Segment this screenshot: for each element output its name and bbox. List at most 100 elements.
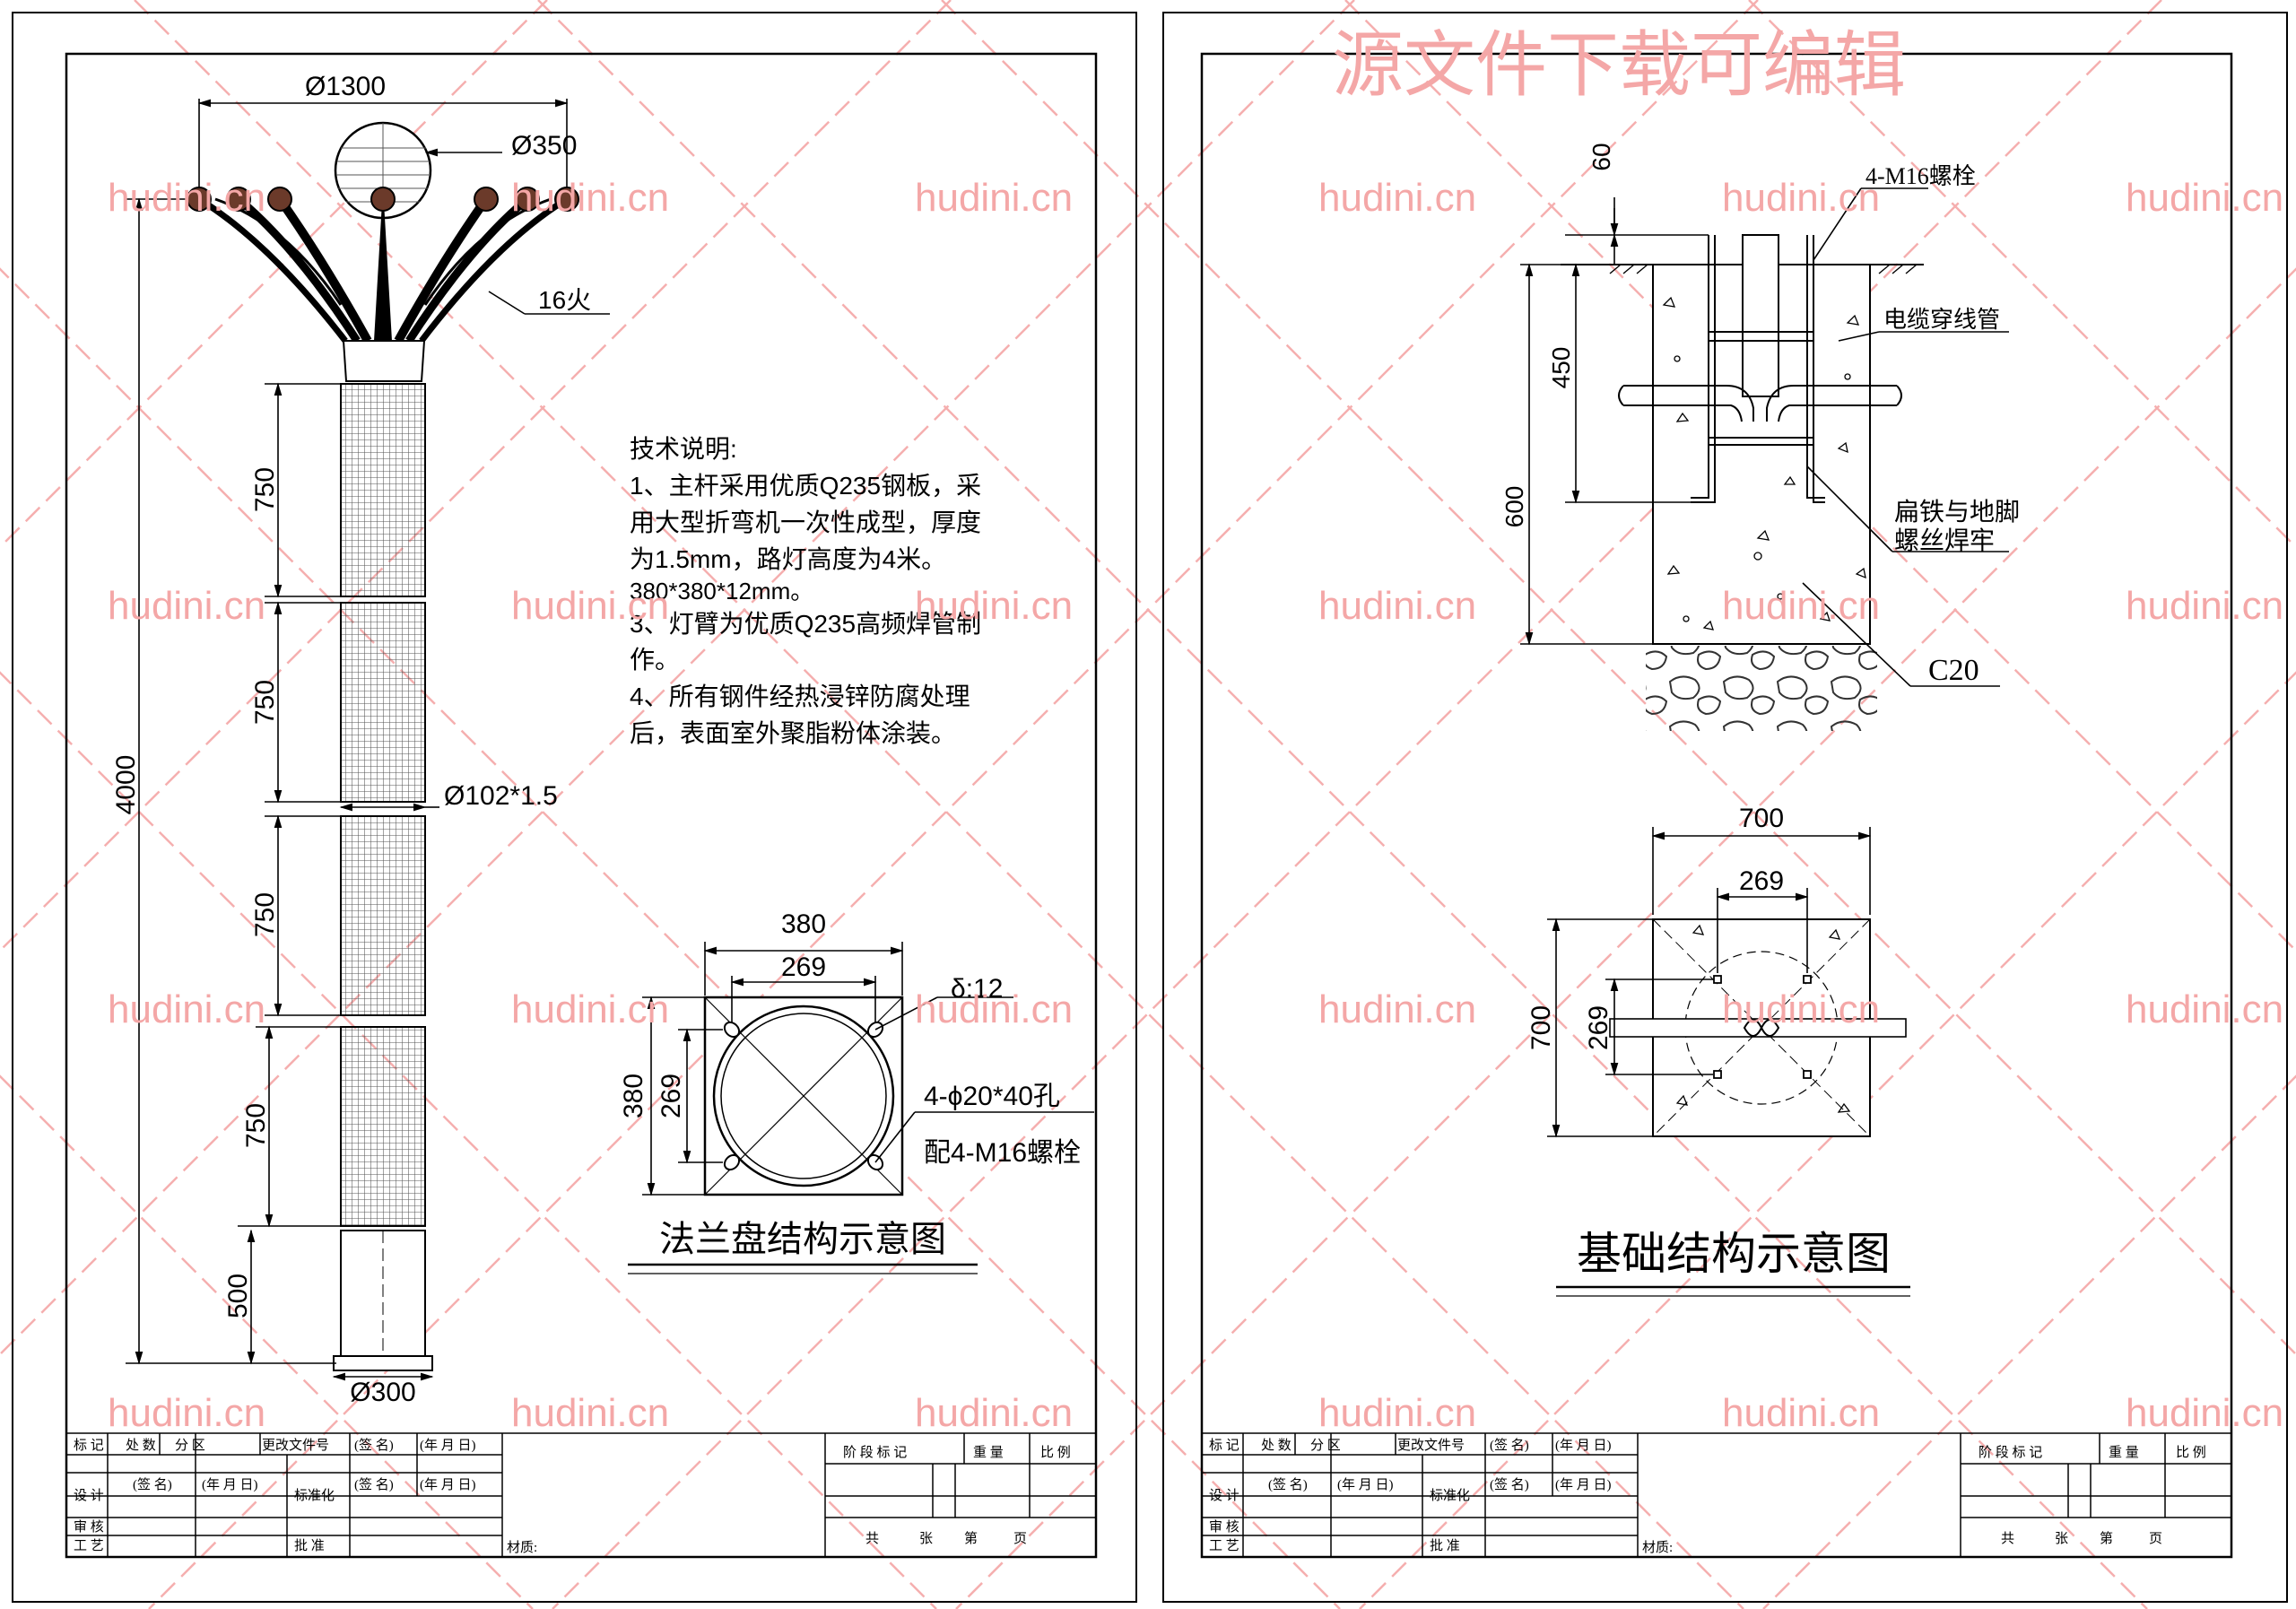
watermark-site: hudini.cn [1318, 176, 1476, 220]
tb2-sign: (签 名) [1490, 1438, 1529, 1453]
watermark-site: hudini.cn [2126, 584, 2283, 628]
sec-bolt-label: 4-M16螺栓 [1866, 163, 1976, 189]
notes-line: 为1.5mm，路灯高度为4米。 [630, 545, 946, 573]
notes-line: 作。 [630, 646, 680, 674]
aggregate [1662, 296, 1866, 631]
tb-standard-sign: (签 名) [354, 1477, 394, 1492]
lamp-arms [197, 196, 569, 344]
plan-width-outer: 700 [1739, 804, 1784, 833]
watermark-site: hudini.cn [108, 584, 265, 628]
dim-seg3: 750 [250, 892, 280, 937]
watermark-site: hudini.cn [2126, 987, 2283, 1031]
flange-height-inner: 269 [657, 1074, 686, 1118]
pole-dimension-lines [126, 99, 610, 1381]
tb-weight: 重 量 [973, 1445, 1004, 1460]
dim-base-seg: 500 [223, 1274, 253, 1318]
base-plate [333, 1355, 433, 1371]
tb-scale: 比 例 [1040, 1445, 1071, 1460]
technical-notes: 技术说明: 1、主杆采用优质Q235钢板，采 用大型折弯机一次性成型，厚度 为1… [630, 435, 981, 747]
tb2-count: 处 数 [1261, 1438, 1292, 1453]
plan-height-inner: 269 [1584, 1005, 1613, 1050]
tb2-sheets-total: 共 [2001, 1531, 2014, 1546]
watermark-site: hudini.cn [915, 987, 1073, 1031]
tb-date: (年 月 日) [420, 1438, 476, 1453]
flange-height-outer: 380 [619, 1074, 648, 1118]
tb2-sheet-no: 第 [2100, 1530, 2113, 1546]
tb2-standard: 标准化 [1430, 1488, 1470, 1503]
watermark-site: hudini.cn [108, 176, 265, 220]
watermark-site: hudini.cn [2126, 1391, 2283, 1435]
pole-segment-1 [340, 383, 426, 597]
pole-segment-4 [340, 1026, 426, 1227]
dim-top-span: Ø1300 [305, 72, 386, 101]
dim-lamp-dia: Ø350 [511, 131, 577, 161]
watermark-site: hudini.cn [915, 584, 1073, 628]
watermark-site: hudini.cn [511, 987, 669, 1031]
pole-segment-2 [340, 602, 426, 803]
sec-conduit-label: 电缆穿线管 [1883, 307, 2000, 333]
tb2-material: 材质: [1642, 1540, 1673, 1555]
watermark-site: hudini.cn [1722, 176, 1880, 220]
pole-segment-3 [340, 815, 426, 1016]
tb2-zone: 分 区 [1310, 1438, 1341, 1453]
sec-depth-600: 600 [1500, 486, 1528, 528]
watermark-site: hudini.cn [2126, 176, 2283, 220]
watermark-site: hudini.cn [108, 987, 265, 1031]
tb2-date: (年 月 日) [1555, 1438, 1612, 1453]
flange-width-inner: 269 [781, 952, 826, 982]
title-block-1 [65, 1432, 1097, 1558]
tb-sheet-no: 第 [964, 1530, 978, 1546]
watermark-site: hudini.cn [511, 176, 669, 220]
pole-dimension-labels: Ø1300 Ø350 16火 4000 750 750 750 750 500 … [111, 72, 591, 1407]
notes-line: 3、灯臂为优质Q235高频焊管制 [630, 610, 981, 638]
sheet2-frame [1162, 12, 2288, 1603]
watermark-site: hudini.cn [511, 584, 669, 628]
plan-width-inner: 269 [1739, 866, 1784, 896]
foundation-section: 60 4-M16螺栓 电缆穿线管 450 600 扁铁与地脚 螺丝焊牢 C20 [1500, 143, 2020, 731]
dim-lamp-count: 16火 [538, 286, 591, 314]
tb2-change: 更改文件号 [1397, 1438, 1465, 1453]
tb2-approve: 批 准 [1430, 1538, 1460, 1553]
watermark-site: hudini.cn [1318, 584, 1476, 628]
watermark-site: hudini.cn [1722, 1391, 1880, 1435]
dim-seg4: 750 [241, 1103, 271, 1148]
notes-line: 用大型折弯机一次性成型，厚度 [630, 509, 981, 536]
tb-zone: 分 区 [175, 1438, 205, 1453]
tb2-craft: 工 艺 [1209, 1538, 1239, 1553]
tb2-sheets-unit: 张 [2055, 1531, 2068, 1546]
notes-line: 4、所有钢件经热浸锌防腐处理 [630, 683, 970, 710]
tb-design-date: (年 月 日) [202, 1477, 258, 1492]
title-block-2-text: 标 记 处 数 分 区 更改文件号 (签 名) (年 月 日) 设 计 (签 名… [1209, 1438, 2206, 1555]
watermark-banner: 源文件下载可编辑 [1332, 25, 1906, 105]
plan-title: 基础结构示意图 [1577, 1229, 1891, 1279]
tb-standard: 标准化 [294, 1488, 335, 1503]
anchor-bolts [1691, 235, 1825, 503]
flange-width-outer: 380 [781, 909, 826, 939]
watermark-site: hudini.cn [1318, 987, 1476, 1031]
flange-thickness: δ:12 [951, 974, 1003, 1004]
tb-stage: 阶 段 标 记 [843, 1445, 907, 1460]
sec-weld-1: 扁铁与地脚 [1894, 498, 2020, 526]
lamp-balls [187, 187, 579, 212]
tb2-design-date: (年 月 日) [1337, 1477, 1394, 1492]
dim-seg2: 750 [250, 680, 280, 725]
tb-change: 更改文件号 [262, 1438, 329, 1453]
tb-craft: 工 艺 [74, 1538, 104, 1553]
title-block-1-text: 标 记 处 数 分 区 更改文件号 (签 名) (年 月 日) 设 计 (签 名… [74, 1438, 1071, 1555]
foundation-plan: 700 269 700 269 基础结构示意图 [1526, 804, 1910, 1297]
dim-pole-dia: Ø102*1.5 [444, 781, 558, 811]
tb-design: 设 计 [74, 1488, 104, 1503]
watermark-site: hudini.cn [1318, 1391, 1476, 1435]
tb-design-sign: (签 名) [133, 1477, 172, 1492]
tb2-weight: 重 量 [2109, 1445, 2139, 1460]
ground-hatch [1609, 264, 1918, 274]
tb2-mark: 标 记 [1209, 1438, 1239, 1453]
tb2-page: 页 [2149, 1532, 2162, 1546]
tb2-review: 审 核 [1209, 1519, 1239, 1535]
watermark-site: hudini.cn [915, 1391, 1073, 1435]
watermark-site: hudini.cn [108, 1391, 265, 1435]
tb2-scale: 比 例 [2176, 1445, 2206, 1460]
dim-base-dia: Ø300 [350, 1378, 415, 1407]
tb-sheets-total: 共 [865, 1531, 879, 1546]
watermark-site: hudini.cn [1722, 987, 1880, 1031]
